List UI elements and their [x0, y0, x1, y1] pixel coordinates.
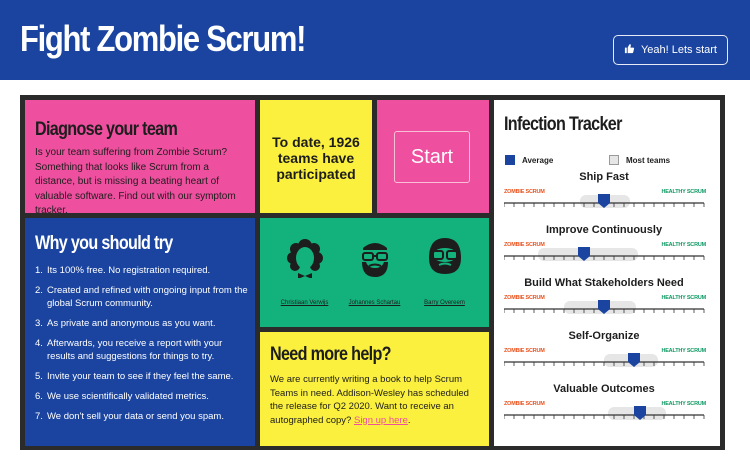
participants-counter-text: To date, 1926 teams have participated [272, 134, 360, 182]
author-card: Johannes Schartau [337, 236, 412, 306]
zombie-scrum-label: ZOMBIE SCRUM [504, 348, 545, 354]
healthy-scrum-label: HEALTHY SCRUM [661, 348, 706, 354]
zombie-scrum-label: ZOMBIE SCRUM [504, 295, 545, 301]
sign-up-link[interactable]: Sign up here [353, 414, 408, 426]
author-link[interactable]: Barry Overeem [424, 300, 465, 306]
average-marker [598, 194, 610, 208]
metric-title: Valuable Outcomes [553, 383, 655, 395]
metric-scale [504, 406, 705, 420]
list-item: 4.Afterwards, you receive a report with … [35, 338, 223, 362]
start-button[interactable]: Start [394, 131, 470, 183]
metric-title: Self-Organize [568, 330, 640, 342]
infection-tracker-panel: Infection Tracker Average Most teams Shi… [494, 100, 720, 446]
author-link[interactable]: Christiaan Verwijs [280, 300, 329, 306]
authors-panel: Christiaan Verwijs Johannes Schartau [260, 218, 489, 327]
diagnose-panel: Diagnose your team Is your team sufferin… [25, 100, 255, 213]
average-marker [598, 300, 610, 314]
diagnose-text: Is your team suffering from Zombie Scrum… [35, 147, 236, 213]
why-title: Why you should try [35, 233, 173, 254]
zombie-scrum-label: ZOMBIE SCRUM [504, 242, 545, 248]
healthy-scrum-label: HEALTHY SCRUM [661, 189, 706, 195]
healthy-scrum-label: HEALTHY SCRUM [661, 242, 706, 248]
author-card: Christiaan Verwijs [267, 236, 342, 306]
tracker-title: Infection Tracker [504, 114, 622, 135]
list-item: 6.We use scientifically validated metric… [35, 391, 209, 402]
metric-build-what-stakeholders-need: Build What Stakeholders Need ZOMBIE SCRU… [494, 277, 714, 330]
metric-scale [504, 300, 705, 314]
metric-title: Ship Fast [579, 171, 629, 183]
list-item: 3.As private and anonymous as you want. [35, 318, 216, 329]
curly-hair-bowtie-avatar-icon [267, 236, 342, 278]
zombie-scrum-label: ZOMBIE SCRUM [504, 401, 545, 407]
zombie-scrum-label: ZOMBIE SCRUM [504, 189, 545, 195]
average-marker [628, 353, 640, 367]
legend-most-teams: Most teams [609, 155, 670, 165]
metric-valuable-outcomes: Valuable Outcomes ZOMBIE SCRUM HEALTHY S… [494, 383, 714, 436]
help-text: We are currently writing a book to help … [270, 374, 469, 426]
metric-scale [504, 194, 705, 208]
metric-self-organize: Self-Organize ZOMBIE SCRUM HEALTHY SCRUM [494, 330, 714, 383]
healthy-scrum-label: HEALTHY SCRUM [661, 401, 706, 407]
healthy-scrum-label: HEALTHY SCRUM [661, 295, 706, 301]
average-marker [578, 247, 590, 261]
diagnose-title: Diagnose your team [35, 119, 178, 140]
list-item: 7.We don't sell your data or send you sp… [35, 411, 224, 422]
header-bar: Fight Zombie Scrum! Yeah! Lets start [0, 0, 750, 80]
yeah-lets-start-label: Yeah! Lets start [640, 44, 717, 56]
participants-counter-panel: To date, 1926 teams have participated [260, 100, 372, 213]
why-panel: Why you should try 1.Its 100% free. No r… [25, 218, 255, 446]
metric-title: Build What Stakeholders Need [524, 277, 684, 289]
help-panel: Need more help? We are currently writing… [260, 332, 489, 446]
list-item: 2.Created and refined with ongoing input… [35, 285, 248, 309]
list-item: 5.Invite your team to see if they feel t… [35, 371, 234, 382]
main-grid: Diagnose your team Is your team sufferin… [20, 95, 725, 450]
why-list: 1.Its 100% free. No registration require… [35, 264, 249, 430]
most-teams-swatch [609, 155, 619, 165]
glasses-beard-avatar-icon [337, 236, 412, 278]
metric-scale [504, 247, 705, 261]
site-title: Fight Zombie Scrum! [20, 18, 306, 59]
author-link[interactable]: Johannes Schartau [348, 300, 401, 306]
metric-title: Improve Continuously [545, 224, 663, 236]
average-swatch [505, 155, 515, 165]
help-title: Need more help? [270, 344, 392, 365]
legend-average: Average [505, 155, 553, 165]
start-panel: Start [377, 100, 489, 213]
average-marker [634, 406, 646, 420]
metric-ship-fast: Ship Fast ZOMBIE SCRUM HEALTHY SCRUM [494, 171, 714, 224]
list-item: 1.Its 100% free. No registration require… [35, 265, 211, 276]
yeah-lets-start-button[interactable]: Yeah! Lets start [612, 35, 728, 65]
author-card: Barry Overeem [407, 236, 482, 306]
bald-glasses-beard-avatar-icon [407, 236, 482, 278]
metric-improve-continuously: Improve Continuously ZOMBIE SCRUM HEALTH… [494, 224, 714, 277]
metric-scale [504, 353, 705, 367]
thumbs-up-icon [624, 43, 635, 57]
